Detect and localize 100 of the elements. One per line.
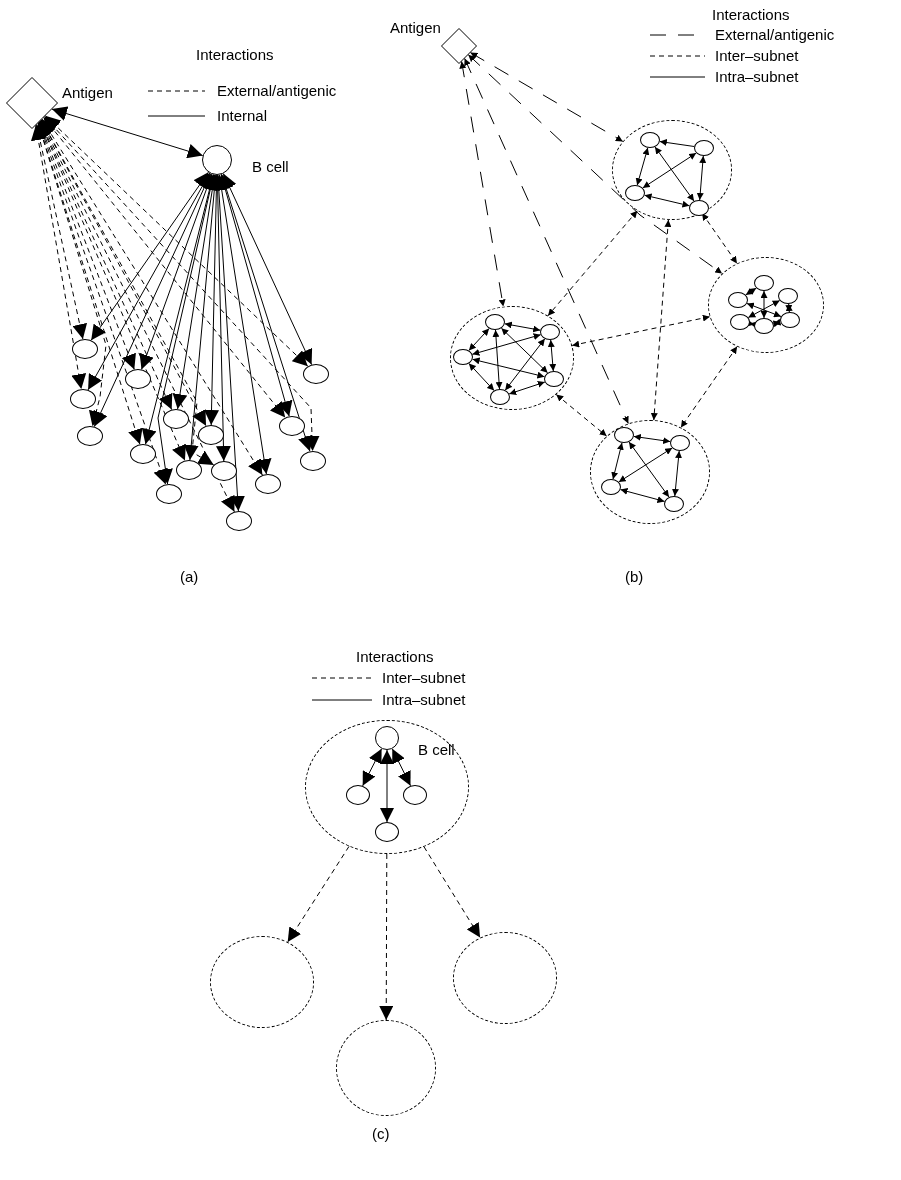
cell-ellipse bbox=[614, 427, 634, 443]
node-label: Antigen bbox=[62, 84, 113, 102]
cell-ellipse bbox=[198, 425, 224, 445]
arrow bbox=[471, 333, 542, 356]
arrow bbox=[642, 152, 697, 189]
legend-label: Inter–subnet bbox=[715, 47, 799, 65]
dashed-arrow bbox=[43, 116, 320, 452]
legend-label: Internal bbox=[217, 107, 268, 125]
arrow bbox=[760, 290, 768, 319]
dashed-arrow bbox=[379, 853, 394, 1021]
cell-ellipse bbox=[163, 409, 189, 429]
arrow bbox=[772, 318, 782, 328]
cell-ellipse bbox=[279, 416, 305, 436]
arrow bbox=[547, 339, 557, 372]
arrow bbox=[139, 173, 214, 370]
arrow bbox=[391, 748, 411, 787]
cell-ellipse bbox=[156, 484, 182, 504]
arrow bbox=[635, 147, 650, 186]
dashed-arrow bbox=[423, 846, 481, 939]
arrow bbox=[87, 172, 211, 391]
arrow bbox=[219, 173, 313, 452]
cell-ellipse bbox=[544, 371, 564, 387]
arrow bbox=[214, 174, 272, 475]
dashed-arrow bbox=[701, 212, 738, 264]
arrow bbox=[644, 193, 690, 208]
cell-ellipse bbox=[375, 822, 399, 842]
arrow bbox=[504, 321, 541, 333]
dashed-arrow bbox=[555, 394, 608, 437]
arrow bbox=[654, 146, 695, 202]
cell-ellipse bbox=[694, 140, 714, 156]
legend-label: Intra–subnet bbox=[715, 68, 799, 86]
dashed-arrow bbox=[459, 60, 506, 307]
arrow bbox=[93, 173, 212, 428]
cell-ellipse bbox=[754, 275, 774, 291]
dashed-arrow bbox=[467, 54, 723, 275]
panel-label: (c) bbox=[372, 1125, 390, 1143]
arrow bbox=[785, 303, 793, 313]
cell-ellipse bbox=[255, 474, 281, 494]
arrow bbox=[633, 433, 671, 445]
cell-ellipse bbox=[453, 349, 473, 365]
cell-ellipse bbox=[303, 364, 329, 384]
dashed-arrow bbox=[571, 314, 711, 348]
legend-label: Intra–subnet bbox=[382, 691, 466, 709]
arrow bbox=[696, 155, 707, 201]
cell-ellipse bbox=[490, 389, 510, 405]
dashed-arrow bbox=[650, 219, 672, 421]
cell-ellipse bbox=[211, 461, 237, 481]
cell-ellipse bbox=[778, 288, 798, 304]
cell-ellipse bbox=[780, 312, 800, 328]
arrow bbox=[504, 338, 546, 391]
arrow bbox=[500, 327, 549, 374]
dashed-arrow bbox=[41, 118, 263, 476]
legend-label: External/antigenic bbox=[217, 82, 337, 100]
node-label: B cell bbox=[252, 158, 289, 176]
panel-label: (a) bbox=[180, 568, 199, 586]
cell-ellipse bbox=[485, 314, 505, 330]
cell-ellipse bbox=[664, 496, 684, 512]
cell-ellipse bbox=[130, 444, 156, 464]
cell-ellipse bbox=[72, 339, 98, 359]
dashed-arrow bbox=[287, 845, 350, 943]
legend-title: Interactions bbox=[356, 648, 434, 666]
legend-title: Interactions bbox=[712, 6, 790, 24]
arrow bbox=[222, 173, 313, 366]
cell-ellipse bbox=[728, 292, 748, 308]
arrow bbox=[628, 441, 670, 498]
dashed-arrow bbox=[680, 346, 738, 428]
arrow bbox=[745, 287, 757, 296]
arrow bbox=[51, 106, 204, 159]
cell-ellipse bbox=[689, 200, 709, 216]
dashed-arrow bbox=[43, 116, 286, 418]
cell-ellipse bbox=[346, 785, 370, 805]
node-label: Antigen bbox=[390, 19, 441, 37]
cell-ellipse bbox=[70, 389, 96, 409]
arrow bbox=[472, 357, 545, 379]
arrow bbox=[611, 442, 624, 480]
cell-ellipse bbox=[670, 435, 690, 451]
arrow bbox=[468, 328, 490, 351]
cell-ellipse bbox=[640, 132, 660, 148]
legend-label: Inter–subnet bbox=[382, 669, 466, 687]
dashed-arrow bbox=[44, 115, 309, 367]
legend-title: Interactions bbox=[196, 46, 274, 64]
arrow bbox=[620, 488, 665, 503]
cell-ellipse bbox=[176, 460, 202, 480]
arrow bbox=[492, 329, 503, 390]
panel-label: (b) bbox=[625, 568, 644, 586]
cell-ellipse bbox=[300, 451, 326, 471]
arrow bbox=[672, 450, 682, 497]
cell-ellipse bbox=[226, 511, 252, 531]
cell-ellipse bbox=[540, 324, 560, 340]
cell-ellipse bbox=[601, 479, 621, 495]
arrow bbox=[618, 447, 673, 483]
legend-label: External/antigenic bbox=[715, 26, 835, 44]
cell-ellipse bbox=[625, 185, 645, 201]
dashed-arrow bbox=[547, 210, 638, 317]
node-label: B cell bbox=[418, 741, 455, 759]
cell-ellipse bbox=[754, 318, 774, 334]
arrow bbox=[508, 381, 546, 395]
arrow bbox=[659, 139, 695, 147]
arrow bbox=[468, 362, 495, 392]
cell-ellipse bbox=[77, 426, 103, 446]
